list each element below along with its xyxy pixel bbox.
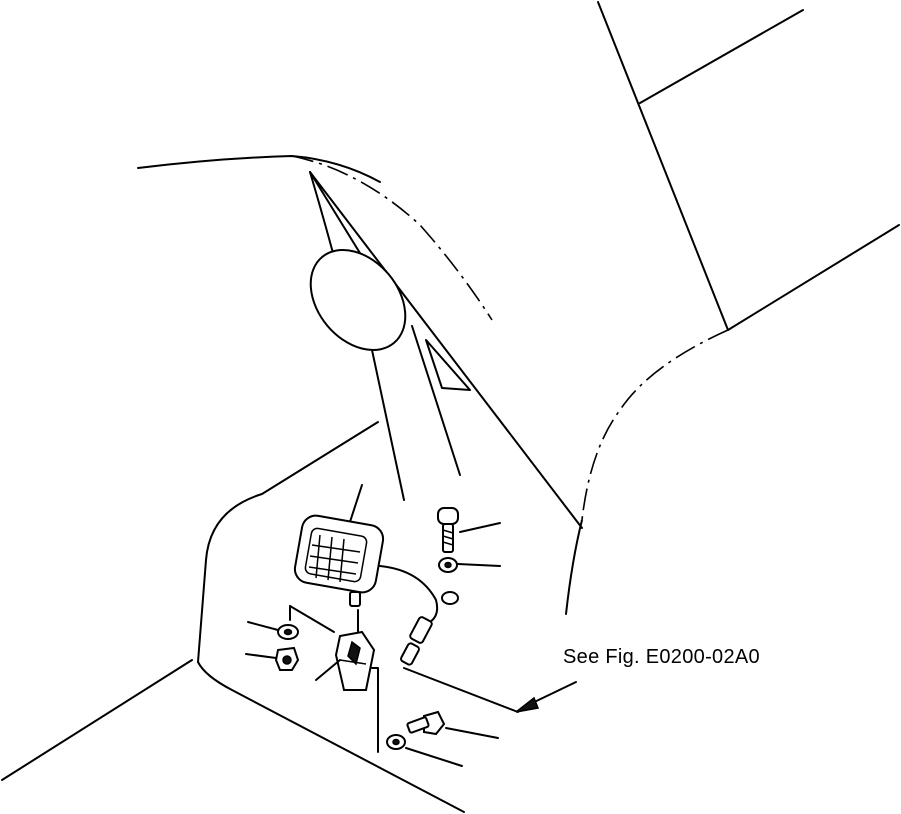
lamp-bracket	[289, 605, 379, 753]
top-washer	[438, 557, 501, 573]
lower-panel	[1, 421, 519, 813]
top-bolt	[437, 507, 501, 553]
connector	[400, 616, 433, 666]
left-washer	[247, 621, 299, 640]
reference-label: See Fig. E0200-02A0	[563, 646, 760, 668]
work-lamp	[293, 484, 439, 623]
lower-washer	[386, 734, 463, 767]
left-nut	[245, 646, 300, 671]
top-nut	[441, 591, 459, 605]
reference-arrow	[515, 681, 577, 713]
cab-outline	[137, 1, 900, 615]
boom-arm	[309, 171, 471, 501]
lower-bolt	[406, 710, 499, 739]
